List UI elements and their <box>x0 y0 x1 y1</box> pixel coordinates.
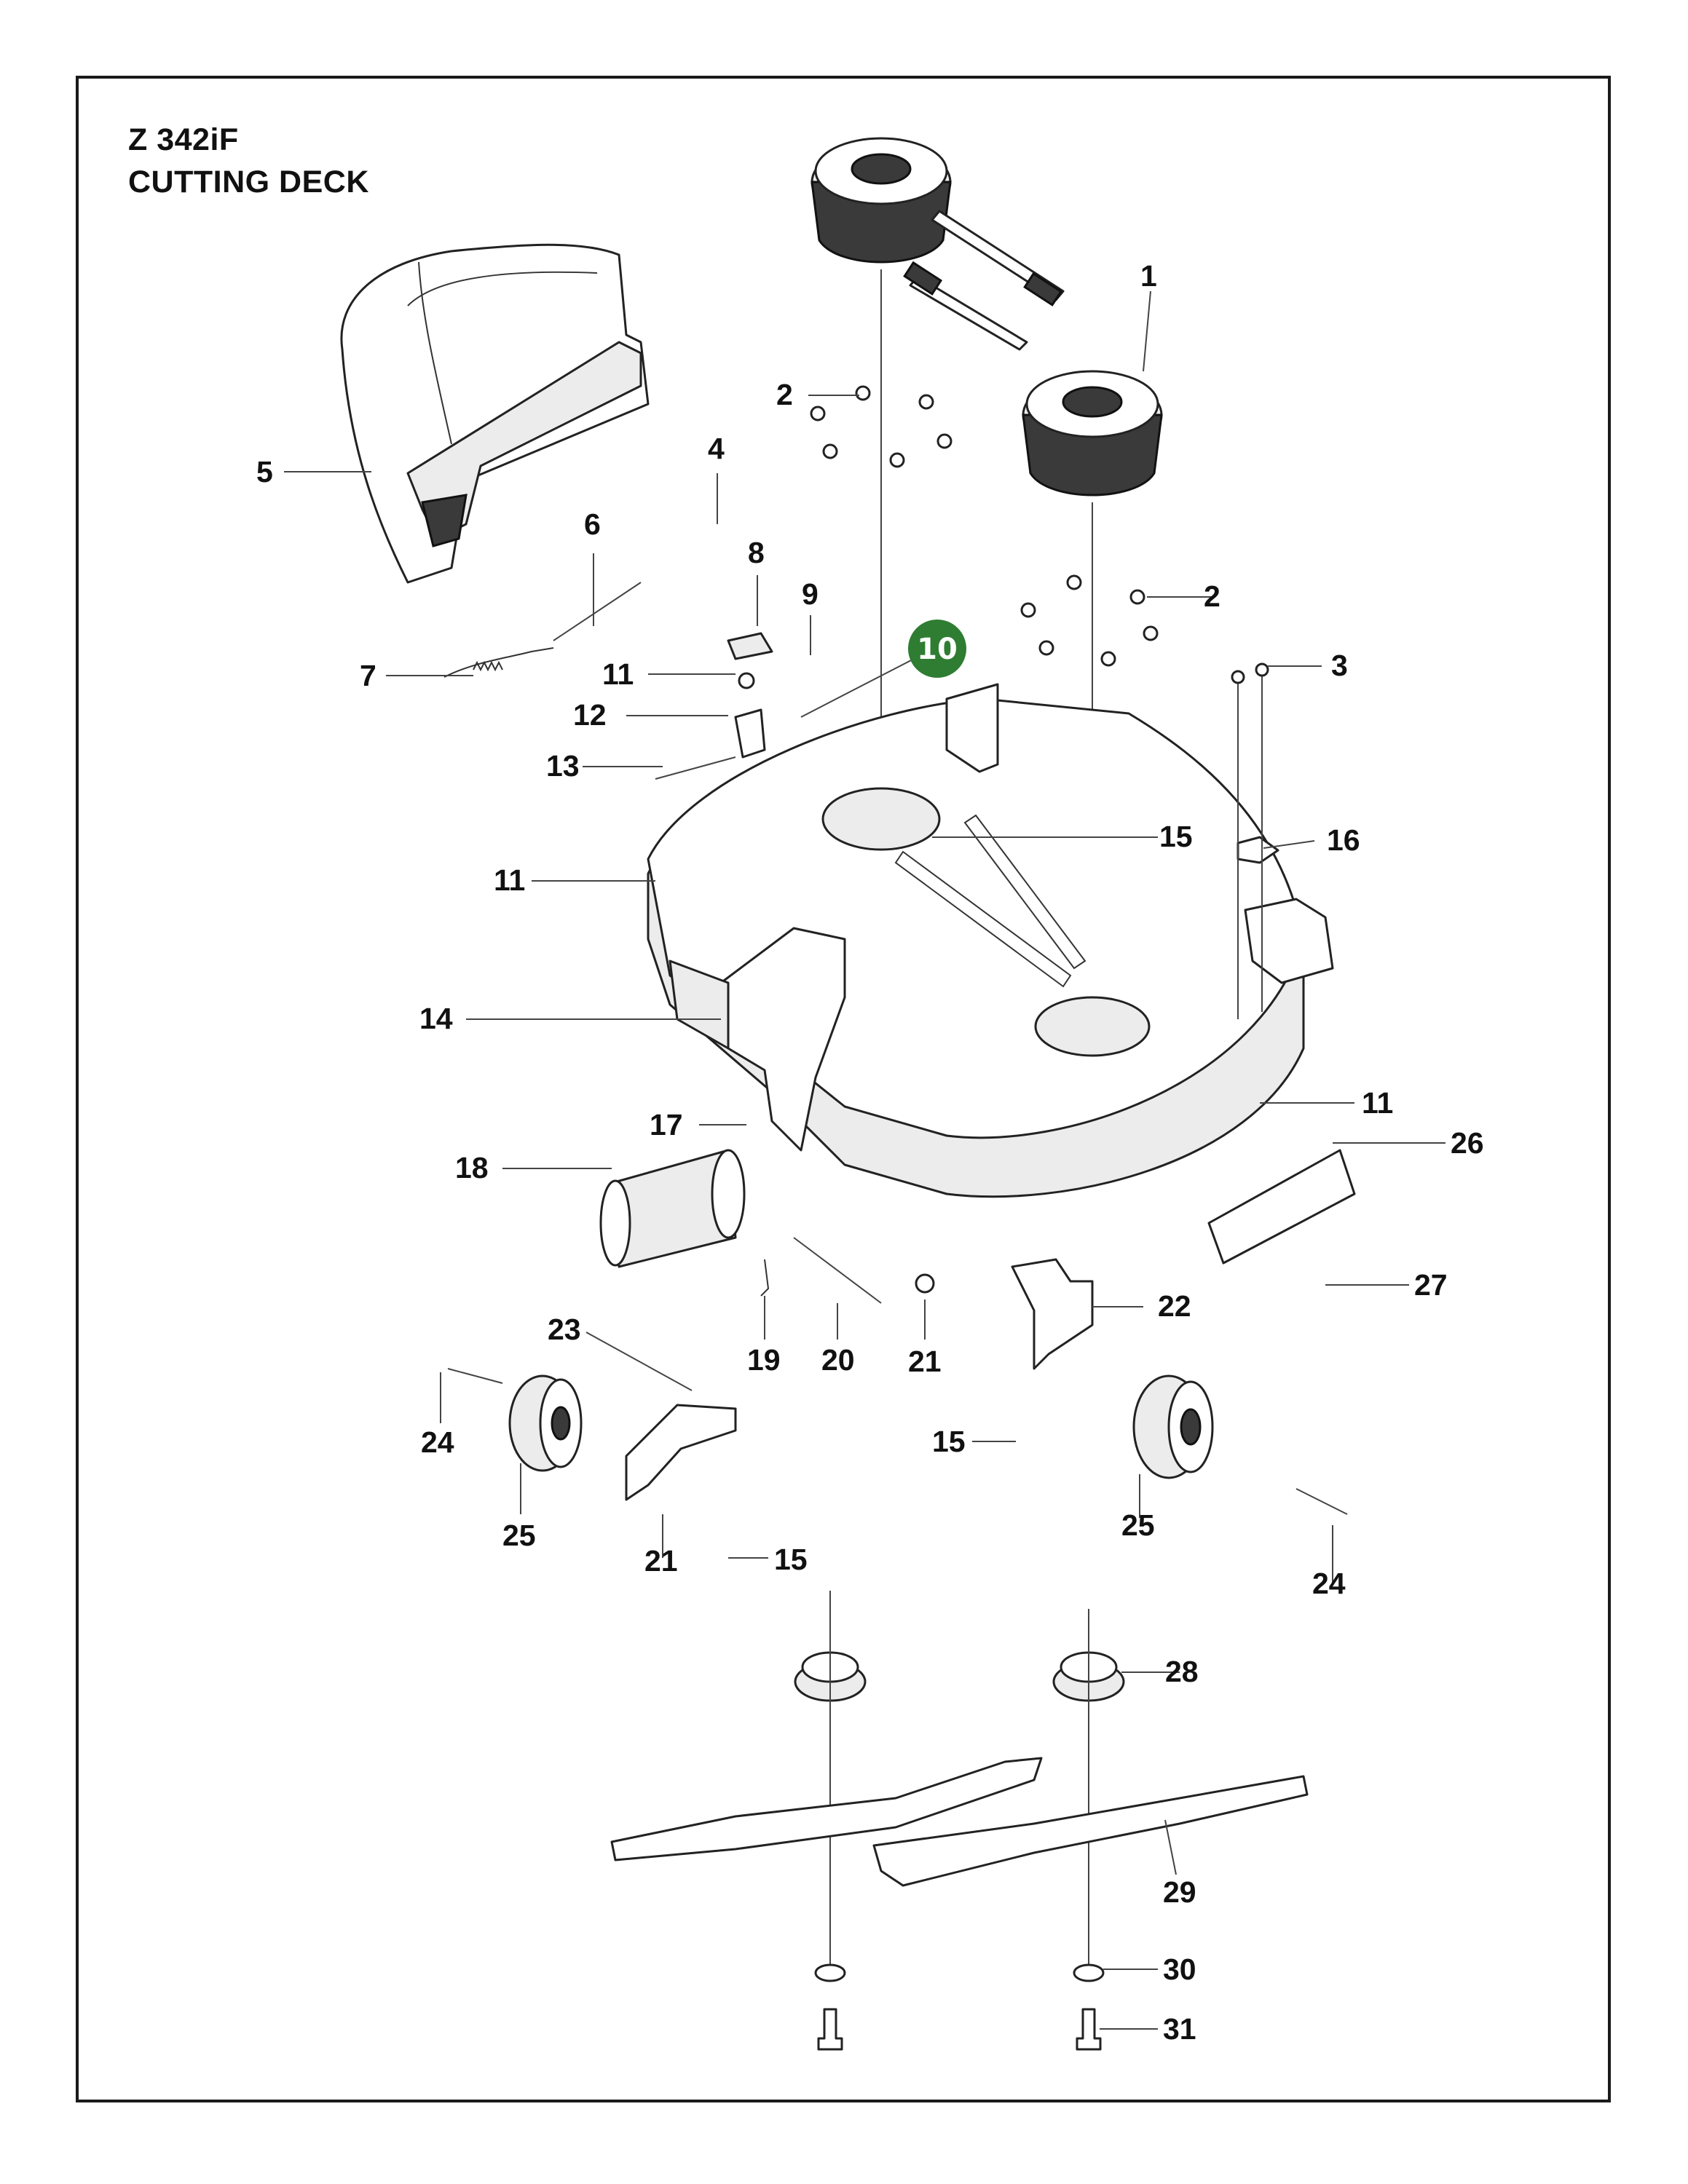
callout-11b: 11 <box>494 863 525 897</box>
roller-part <box>599 1149 746 1268</box>
callout-21a: 21 <box>908 1345 942 1378</box>
callout-7: 7 <box>360 659 376 692</box>
callout-27: 27 <box>1414 1268 1448 1302</box>
blade-bolt-right <box>1076 2008 1102 2051</box>
callout-1: 1 <box>1140 259 1157 293</box>
callout-14: 14 <box>419 1002 453 1035</box>
callout-16: 16 <box>1327 823 1360 857</box>
callout-25a: 25 <box>502 1519 536 1552</box>
pulley-assembly-upper <box>811 137 1065 844</box>
wheel-left <box>508 1374 583 1472</box>
section-title: CUTTING DECK <box>128 165 369 199</box>
spindle-right <box>1052 1609 1125 1973</box>
wheel-right <box>1132 1374 1214 1479</box>
blade-right <box>872 1775 1309 1887</box>
callout-24b: 24 <box>1312 1567 1346 1600</box>
callout-15c: 15 <box>774 1543 808 1576</box>
washer-left <box>814 1963 846 1982</box>
mower-deck-part <box>647 683 1334 1198</box>
callout-29: 29 <box>1163 1875 1196 1909</box>
rod-pair-3 <box>1231 662 1269 1019</box>
spindle-left <box>794 1591 867 1973</box>
callout-15b: 15 <box>932 1425 966 1458</box>
nut-part <box>915 1273 935 1294</box>
callout-31: 31 <box>1163 2012 1196 2046</box>
highlighted-part-badge[interactable]: 10 <box>908 620 966 678</box>
clip-part <box>760 1259 770 1297</box>
callout-28: 28 <box>1165 1655 1199 1688</box>
callout-11c: 11 <box>1362 1086 1393 1120</box>
callout-9: 9 <box>802 577 819 611</box>
callout-4: 4 <box>708 432 725 465</box>
callout-25b: 25 <box>1121 1508 1155 1542</box>
callout-11a: 11 <box>602 657 634 691</box>
callout-23: 23 <box>548 1313 581 1346</box>
callout-24a: 24 <box>421 1425 454 1459</box>
callout-labels: 1 2 2 3 4 5 6 7 8 9 11 12 13 15 16 11 14… <box>256 259 1484 2046</box>
callout-5: 5 <box>256 455 273 488</box>
callout-8: 8 <box>748 536 765 569</box>
callout-20: 20 <box>821 1343 855 1377</box>
leader-lines <box>284 290 1446 2030</box>
callout-12: 12 <box>573 698 607 732</box>
model-title: Z 342iF <box>128 122 239 157</box>
axle-bolt-right <box>1295 1488 1348 1515</box>
axle-bolt-left <box>447 1368 503 1384</box>
bolts-cluster-2 <box>810 385 1159 667</box>
callout-17: 17 <box>650 1108 683 1142</box>
diagram-frame <box>76 76 1611 2102</box>
callout-3: 3 <box>1331 649 1348 682</box>
wheel-bracket-left <box>625 1404 737 1501</box>
callout-13: 13 <box>546 749 580 783</box>
callout-30: 30 <box>1163 1952 1196 1986</box>
washer-right <box>1073 1963 1105 1982</box>
pin-part <box>793 1237 882 1304</box>
callout-18: 18 <box>455 1151 489 1184</box>
callout-21b: 21 <box>644 1544 678 1578</box>
bumper-part <box>1207 1149 1356 1265</box>
callout-6: 6 <box>584 507 601 541</box>
blade-left <box>610 1757 1043 1861</box>
callout-15a: 15 <box>1159 820 1193 853</box>
discharge-chute-part <box>340 243 650 584</box>
callout-2b: 2 <box>1204 579 1220 613</box>
height-bracket-part <box>443 582 773 780</box>
callout-19: 19 <box>747 1343 781 1377</box>
callout-2a: 2 <box>776 378 793 411</box>
blade-bolt-left <box>817 2008 843 2051</box>
callout-22: 22 <box>1158 1289 1191 1323</box>
pulley-assembly-lower <box>903 261 1163 1034</box>
front-baffle-part <box>669 927 846 1152</box>
wheel-bracket-right <box>1011 1258 1094 1370</box>
highlighted-part-number: 10 <box>917 633 958 666</box>
callout-26: 26 <box>1451 1126 1484 1160</box>
